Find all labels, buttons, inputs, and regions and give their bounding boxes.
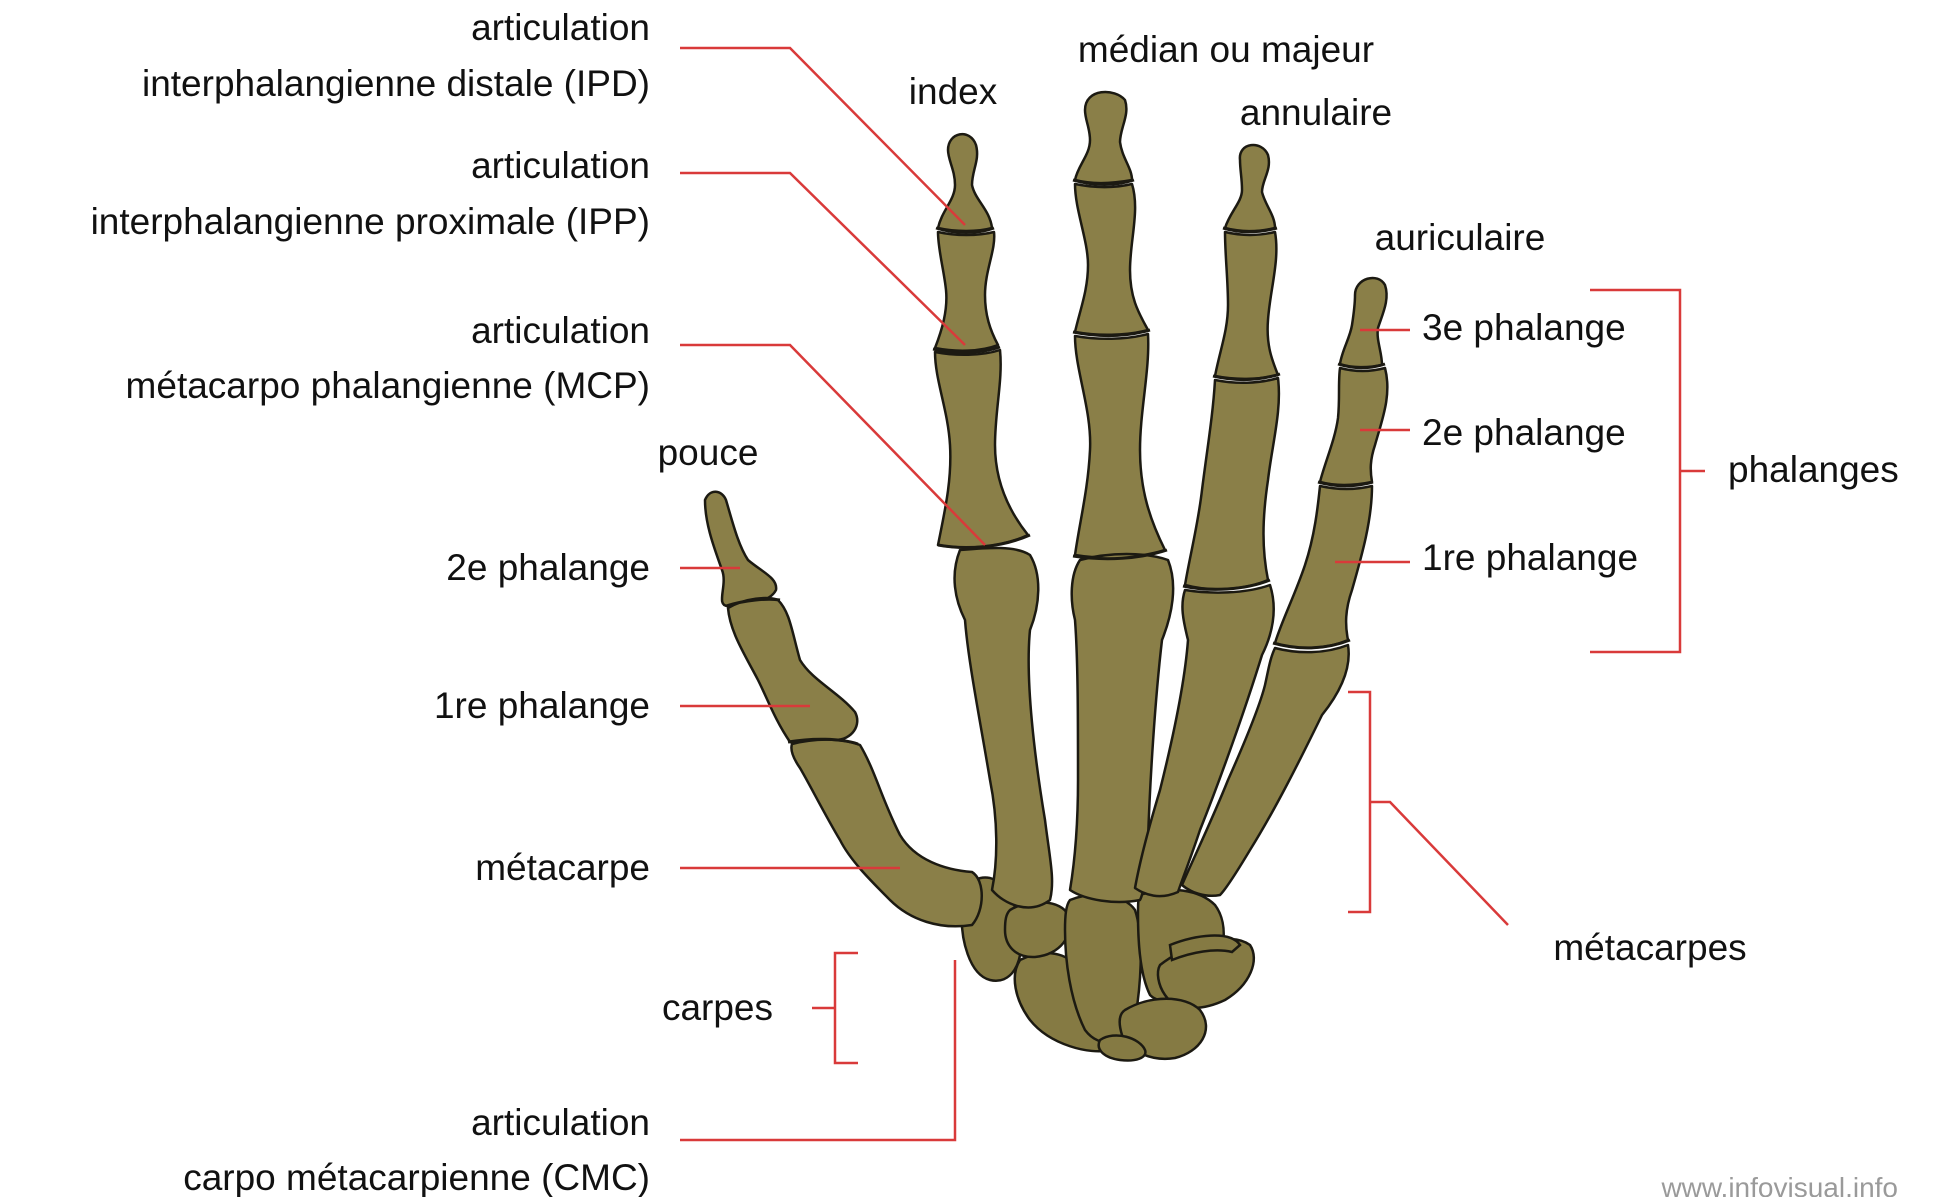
- bracket-metacarpes: [1348, 692, 1508, 925]
- carpal-bones: [962, 877, 1254, 1060]
- thumb-proximal-phalanx: [728, 598, 857, 743]
- thumb-metacarpal: [791, 740, 981, 927]
- label-auriculaire: auriculaire: [1375, 217, 1546, 258]
- thumb-bones: [705, 492, 982, 927]
- index-proximal-phalanx: [935, 350, 1028, 548]
- label-ipp-line1: articulation: [471, 145, 650, 186]
- label-2e-phalange: 2e phalange: [1422, 412, 1626, 453]
- label-ipp-line2: interphalangienne proximale (IPP): [91, 201, 650, 242]
- middle-distal-phalanx: [1075, 92, 1132, 183]
- label-3e-phalange: 3e phalange: [1422, 307, 1626, 348]
- index-distal-phalanx: [938, 134, 992, 231]
- label-thumb-1re-phalange: 1re phalange: [434, 685, 650, 726]
- middle-proximal-phalanx: [1075, 334, 1165, 558]
- label-cmc-line2: carpo métacarpienne (CMC): [183, 1157, 650, 1197]
- middle-middle-phalanx: [1075, 184, 1148, 335]
- label-pouce: pouce: [658, 432, 759, 473]
- middle-finger-bones: [1070, 92, 1173, 902]
- bracket-carpes: [812, 953, 858, 1063]
- label-majeur: médian ou majeur: [1078, 29, 1374, 70]
- little-proximal-phalanx: [1275, 486, 1372, 648]
- label-ipd-line1: articulation: [471, 7, 650, 48]
- label-mcp-line1: articulation: [471, 310, 650, 351]
- label-phalanges: phalanges: [1728, 449, 1899, 490]
- little-middle-phalanx: [1320, 368, 1387, 485]
- label-mcp-line2: métacarpo phalangienne (MCP): [126, 365, 650, 406]
- leader-ipp: [680, 173, 965, 345]
- label-cmc-line1: articulation: [471, 1102, 650, 1143]
- index-finger-bones: [935, 134, 1052, 907]
- thumb-distal-phalanx: [705, 492, 776, 606]
- label-annulaire: annulaire: [1240, 92, 1392, 133]
- ring-distal-phalanx: [1225, 145, 1275, 231]
- watermark: www.infovisual.info: [1660, 1172, 1898, 1197]
- carpal-bone-trapezoid: [1005, 902, 1070, 957]
- label-metacarpe: métacarpe: [475, 847, 650, 888]
- label-thumb-2e-phalange: 2e phalange: [446, 547, 650, 588]
- index-middle-phalanx: [935, 232, 998, 351]
- hand-bones: [705, 92, 1387, 1061]
- label-index: index: [909, 71, 998, 112]
- label-1re-phalange: 1re phalange: [1422, 537, 1638, 578]
- label-ipd-line2: interphalangienne distale (IPD): [142, 63, 650, 104]
- index-metacarpal: [955, 548, 1053, 907]
- ring-proximal-phalanx: [1185, 378, 1279, 589]
- label-carpes: carpes: [662, 987, 773, 1028]
- ring-middle-phalanx: [1215, 232, 1278, 379]
- little-distal-phalanx: [1340, 278, 1387, 367]
- label-metacarpes: métacarpes: [1553, 927, 1746, 968]
